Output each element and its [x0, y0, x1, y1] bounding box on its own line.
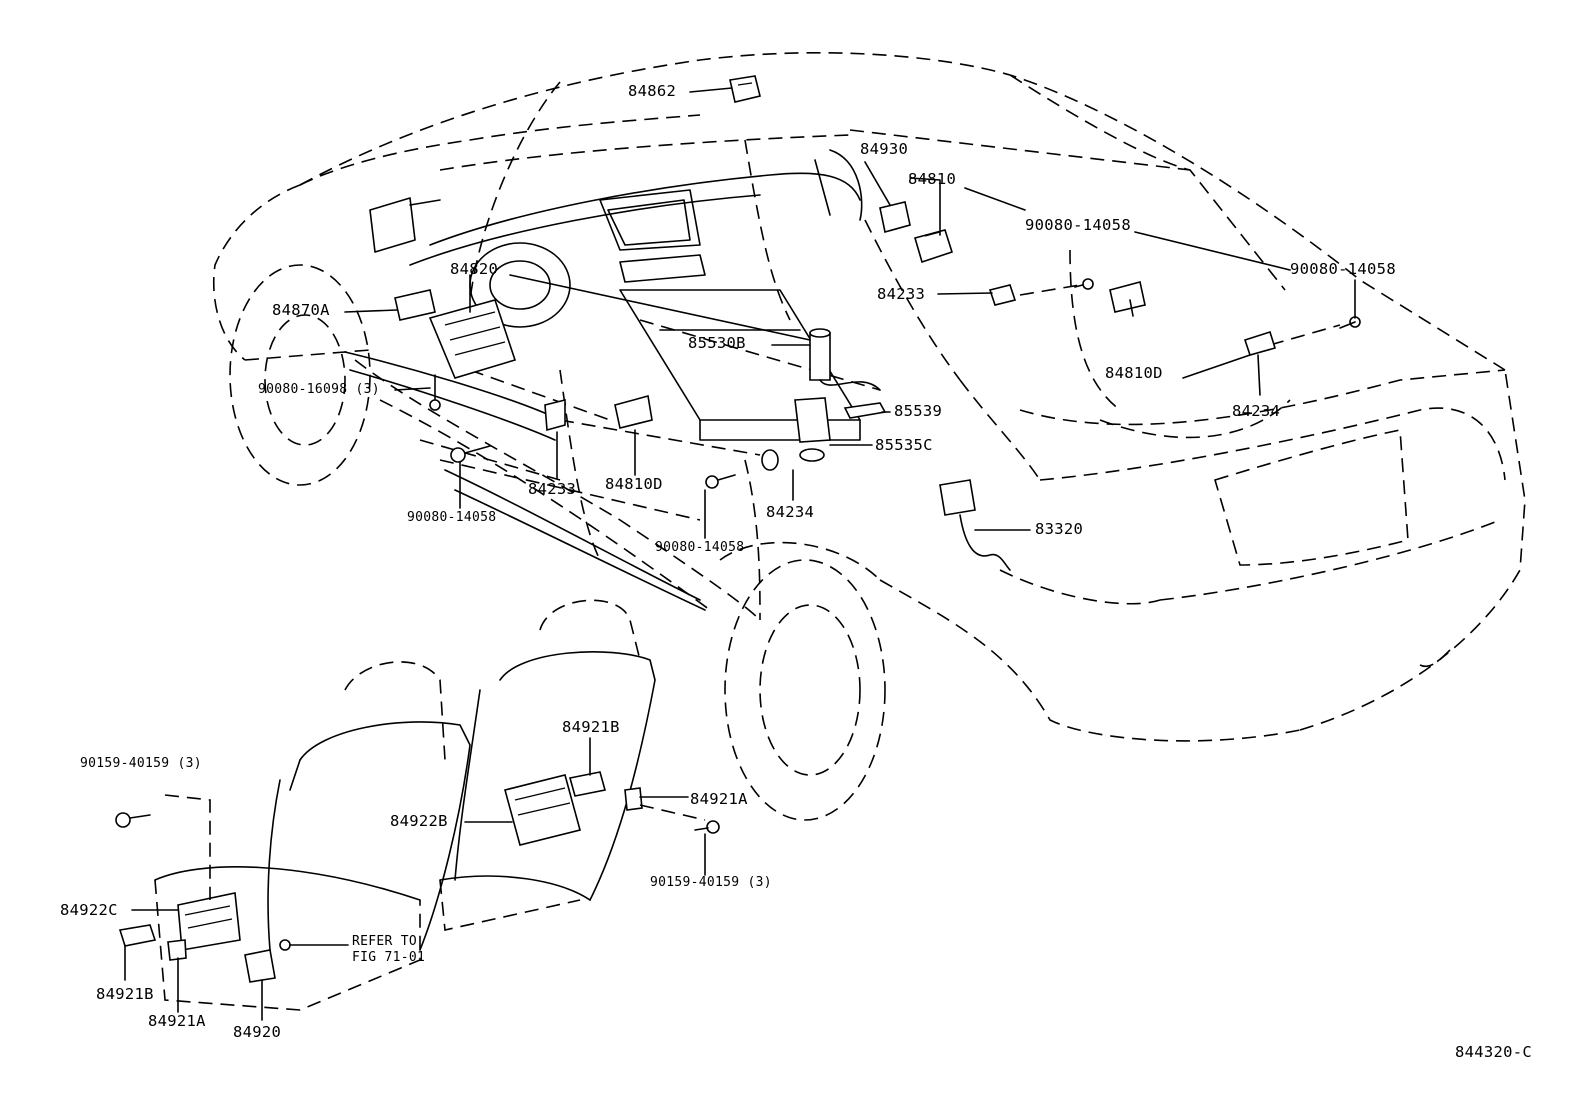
part-84233-rear [988, 284, 1017, 306]
label-84870A: 84870A [272, 301, 330, 319]
bolt-front-left [450, 447, 466, 463]
seats [115, 599, 720, 1011]
part-85530B [809, 332, 831, 381]
label-84922C: 84922C [60, 901, 118, 919]
part-84921A-right [624, 787, 643, 811]
label-90159-40159-left: 90159-40159 (3) [80, 756, 202, 771]
part-85535C [794, 397, 831, 443]
label-84930: 84930 [860, 140, 909, 158]
label-84921A-left: 84921A [148, 1012, 206, 1030]
part-84233-front [544, 398, 566, 432]
label-84234-rear: 84234 [1232, 402, 1281, 420]
label-84233-rear: 84233 [877, 285, 926, 303]
part-84921B-right [568, 771, 607, 797]
leader-lines [124, 87, 1356, 1021]
parts [394, 75, 1361, 571]
screw-90159-left [115, 812, 131, 828]
part-84810D-front [614, 394, 653, 429]
label-84820: 84820 [450, 260, 499, 278]
bolt-front-middle [705, 475, 719, 489]
part-84921B-left [118, 924, 157, 947]
label-84233-front: 84233 [528, 480, 577, 498]
part-84921A-left [167, 939, 187, 961]
label-refer-to: REFER TO [352, 934, 418, 949]
label-84862: 84862 [628, 82, 677, 100]
label-83320: 83320 [1035, 520, 1084, 538]
car-body-outline [212, 51, 1526, 821]
label-84921B-right: 84921B [562, 718, 620, 736]
label-90080-14058-front-middle: 90080-14058 [655, 540, 745, 555]
label-90159-40159-right: 90159-40159 (3) [650, 875, 772, 890]
label-84234-front: 84234 [766, 503, 815, 521]
label-90080-16098: 90080-16098 (3) [258, 382, 380, 397]
label-fig-71-01: FIG 71-01 [352, 950, 426, 965]
part-84234-front [761, 449, 779, 471]
label-84922B: 84922B [390, 812, 448, 830]
part-84810 [914, 229, 954, 264]
label-85530B: 85530B [688, 334, 746, 352]
label-90080-14058-far-right: 90080-14058 [1290, 260, 1396, 278]
label-84810D-front: 84810D [605, 475, 663, 493]
part-84820 [428, 299, 517, 379]
label-85535C: 85535C [875, 436, 933, 454]
part-84922C [177, 892, 241, 951]
label-85539: 85539 [894, 402, 943, 420]
label-84810: 84810 [908, 170, 957, 188]
label-84921A-right: 84921A [690, 790, 748, 808]
part-84922B [504, 774, 581, 846]
part-83320 [939, 479, 976, 516]
figure-code: 844320-C [1455, 1043, 1533, 1061]
part-84930 [879, 201, 911, 234]
part-84862 [729, 75, 761, 103]
label-84921B-left: 84921B [96, 985, 154, 1003]
label-84810D-rear: 84810D [1105, 364, 1163, 382]
label-90080-14058-rear: 90080-14058 [1025, 216, 1131, 234]
car-interior [344, 149, 863, 611]
part-84810D-rear [1109, 281, 1146, 313]
part-84234-rear [1243, 330, 1277, 356]
screw-90159-right [706, 820, 720, 834]
label-90080-14058-front-left: 90080-14058 [407, 510, 497, 525]
part-84870A [394, 289, 436, 321]
part-84920 [244, 949, 276, 983]
label-84920: 84920 [233, 1023, 282, 1041]
